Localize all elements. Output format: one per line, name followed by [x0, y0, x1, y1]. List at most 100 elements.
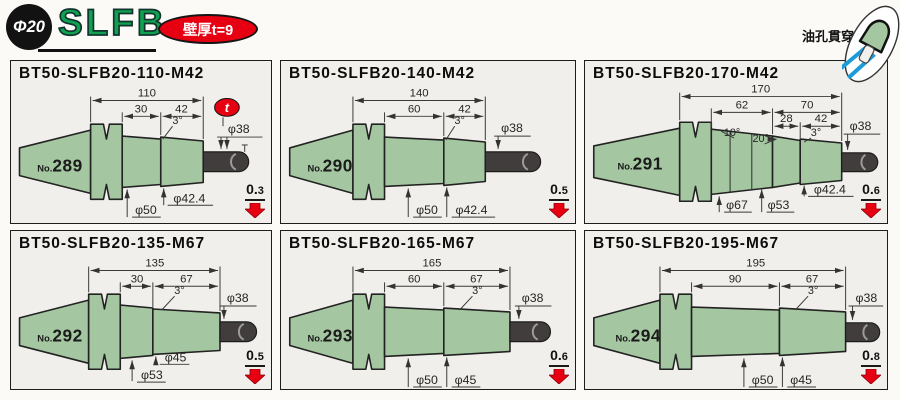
- down-arrow-icon: [549, 369, 569, 384]
- nose: [152, 308, 221, 356]
- dim-seg2: 67: [806, 273, 819, 285]
- phi20-label: Φ20: [13, 17, 45, 36]
- tool-drawing: No.290 140 60 42 3° φ38 φ50 φ42.4: [288, 88, 542, 218]
- dia-body: φ67: [726, 198, 748, 212]
- model-no: No.290: [307, 156, 352, 176]
- dim-seg1: 30: [131, 273, 144, 285]
- t-badge-label: t: [225, 100, 230, 115]
- dia-bar: φ38: [855, 291, 877, 305]
- neck: [383, 136, 445, 188]
- dia-front: φ42.4: [455, 203, 487, 217]
- test-bar: [841, 152, 879, 173]
- dia-step: φ53: [768, 198, 790, 212]
- dia-bar: φ38: [501, 121, 523, 135]
- panel-title: BT50-SLFB20-195-M67: [593, 235, 780, 252]
- tool-drawing: No.291 170 62 70 28 42 10° 20° 3° φ38 φ4…: [592, 84, 881, 213]
- dia-front: φ45: [455, 373, 477, 387]
- dim-total: 165: [422, 258, 441, 270]
- dia-rear: φ50: [135, 203, 157, 217]
- dim-seg2: 70: [801, 99, 814, 111]
- oil-hole-illustration-icon: [842, 5, 900, 83]
- dim-total: 135: [145, 258, 164, 270]
- test-bar: [484, 151, 542, 173]
- dia-rear: φ50: [416, 373, 438, 387]
- down-arrow-icon: [245, 203, 265, 218]
- model-no: No.293: [308, 326, 353, 346]
- taper-angle: 3°: [808, 285, 818, 297]
- bar-highlight: [862, 323, 868, 341]
- angle-10: 10°: [724, 127, 740, 139]
- dim-seg2: 67: [180, 273, 193, 285]
- dia-bar: φ38: [850, 119, 872, 133]
- panel-title: BT50-SLFB20-135-M67: [19, 235, 206, 252]
- flange: [352, 293, 386, 371]
- series-underline: [38, 49, 156, 52]
- tool-drawing: No.293 165 60 67 3° φ38 φ50 φ45: [288, 258, 552, 388]
- t-badge: [214, 98, 240, 117]
- bar-highlight: [237, 322, 245, 341]
- down-arrow-icon: [861, 203, 881, 218]
- test-bar: [202, 151, 250, 173]
- flange: [659, 293, 693, 371]
- oil-hole-label: 油孔貫穿: [802, 29, 855, 44]
- weight: 0.5: [549, 182, 569, 218]
- down-arrow-icon: [245, 369, 265, 384]
- product-panel-293: BT50-SLFB20-165-M67 No.293 165 60 67 3° …: [280, 230, 576, 390]
- dim-seg4: 42: [815, 113, 828, 125]
- dia-rear: φ50: [752, 373, 774, 387]
- taper-angle: 3°: [454, 115, 464, 127]
- dim-seg1: 60: [408, 103, 421, 115]
- dim-seg2: 42: [458, 103, 471, 115]
- neck: [119, 304, 154, 360]
- bar-highlight: [230, 152, 237, 171]
- tool-drawing: No.289 110 30 42 3° t φ38 φ42.4 φ50: [18, 88, 263, 218]
- nose: [799, 138, 843, 186]
- dim-seg1: 90: [729, 273, 742, 285]
- dim-seg1: 60: [408, 273, 421, 285]
- panel-title: BT50-SLFB20-140-M42: [289, 65, 476, 82]
- taper-angle: 3°: [174, 285, 184, 297]
- step-section: [771, 135, 801, 189]
- dia-rear: φ50: [416, 203, 438, 217]
- down-arrow-icon: [861, 369, 881, 384]
- taper-angle: 3°: [811, 127, 821, 139]
- panel-title: BT50-SLFB20-110-M42: [19, 65, 205, 82]
- model-no: No.292: [37, 326, 82, 346]
- nose: [778, 307, 847, 357]
- series-title: SLFB: [57, 1, 167, 44]
- product-panel-292: BT50-SLFB20-135-M67 No.292 135 30 67 3° …: [10, 230, 272, 390]
- dim-seg1: 62: [736, 99, 749, 111]
- dim-total: 140: [410, 88, 429, 100]
- dia-front: φ45: [790, 373, 812, 387]
- product-panel-289: BT50-SLFB20-110-M42 No.289 110 30 42 3° …: [10, 60, 272, 224]
- dia-rear: φ53: [141, 368, 163, 382]
- taper-angle: 3°: [172, 115, 182, 127]
- bar-highlight: [531, 322, 539, 341]
- flange: [89, 123, 124, 201]
- tool-drawing: No.292 135 30 67 3° φ38 φ45 φ53: [18, 258, 258, 383]
- neck: [121, 135, 162, 189]
- weight: 0.8: [861, 348, 881, 384]
- bar-highlight: [860, 154, 867, 171]
- dia-bar: φ38: [228, 122, 250, 136]
- panel-title: BT50-SLFB20-170-M42: [593, 65, 780, 82]
- dia-bar: φ38: [227, 291, 249, 305]
- product-panel-294: BT50-SLFB20-195-M67 No.294 195 90 67 3° …: [584, 230, 888, 390]
- nose: [443, 307, 511, 357]
- weight: 0.3: [245, 182, 265, 218]
- flange: [87, 293, 122, 371]
- model-no: No.291: [617, 154, 662, 174]
- weight: 0.5: [245, 348, 265, 384]
- model-no: No.294: [616, 326, 661, 346]
- dim-seg3: 28: [780, 113, 793, 125]
- neck: [383, 306, 445, 358]
- dim-seg1: 30: [135, 103, 148, 115]
- dim-seg2: 67: [470, 273, 483, 285]
- bar-highlight: [521, 152, 529, 171]
- flange: [352, 123, 386, 201]
- taper-angle: 3°: [472, 285, 482, 297]
- weight: 0.6: [861, 182, 881, 218]
- dia-bar: φ38: [522, 291, 544, 305]
- angle-20: 20°: [752, 133, 768, 145]
